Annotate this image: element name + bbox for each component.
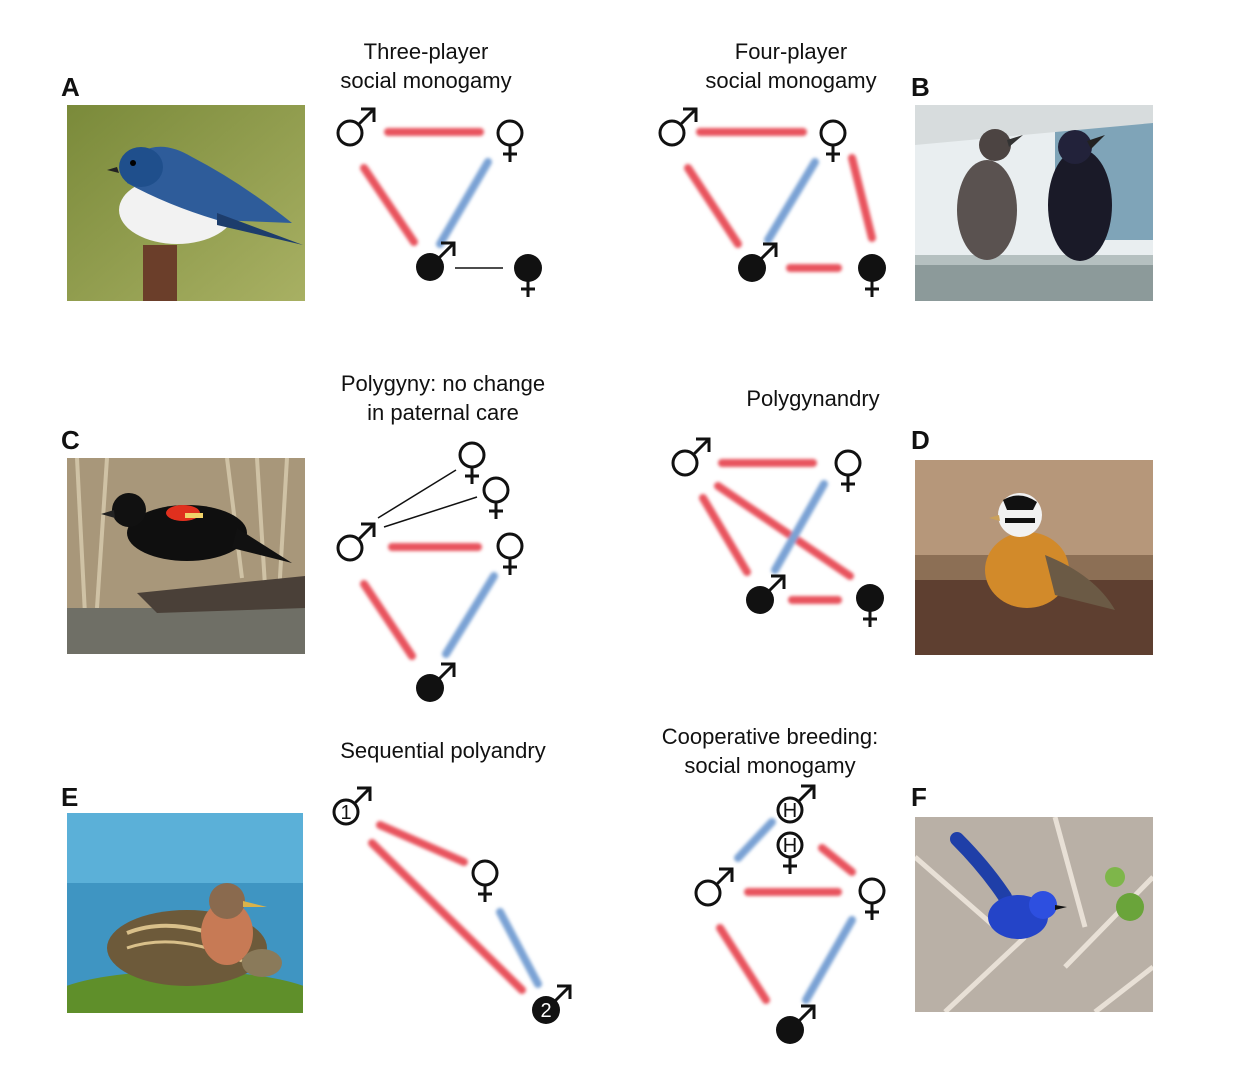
male-icon <box>416 243 454 281</box>
second-male-label: 2 <box>540 1000 551 1022</box>
link-blue <box>446 576 494 654</box>
female-icon <box>498 121 522 162</box>
panel-a-links <box>364 132 488 244</box>
link-red <box>822 848 852 872</box>
helper-male-label: H <box>783 800 797 822</box>
link-blue <box>768 162 815 240</box>
link-black <box>378 470 456 518</box>
helper-female-label: H <box>783 835 797 857</box>
panel-e-links <box>372 825 538 990</box>
male-icon <box>673 439 709 475</box>
female-icon <box>821 121 845 162</box>
male-icon <box>696 869 732 905</box>
link-red <box>703 498 747 572</box>
female-icon <box>484 478 508 519</box>
male-icon <box>338 524 374 560</box>
link-black <box>384 497 477 527</box>
link-red <box>720 928 766 1000</box>
female-icon <box>856 584 884 627</box>
link-blue <box>738 822 772 858</box>
male-icon <box>776 1006 814 1044</box>
male-icon <box>334 788 370 824</box>
panel-d-links <box>703 463 850 600</box>
link-red <box>688 168 738 244</box>
male-icon <box>746 576 784 614</box>
male-icon <box>738 244 776 282</box>
female-icon <box>858 254 886 297</box>
male-icon <box>660 109 696 145</box>
male-icon <box>338 109 374 145</box>
female-icon <box>860 879 884 920</box>
female-icon <box>514 254 542 297</box>
female-icon <box>460 443 484 484</box>
link-red <box>364 584 412 656</box>
link-blue <box>806 920 852 1000</box>
link-red <box>380 825 464 862</box>
female-icon <box>473 861 497 902</box>
first-male-label: 1 <box>340 802 351 824</box>
male-icon <box>416 664 454 702</box>
link-red <box>852 158 872 238</box>
panel-b-links <box>688 132 872 268</box>
link-red <box>364 168 414 242</box>
link-blue <box>440 162 488 244</box>
female-icon <box>836 451 860 492</box>
panel-c-links <box>364 547 494 656</box>
female-icon <box>498 534 522 575</box>
